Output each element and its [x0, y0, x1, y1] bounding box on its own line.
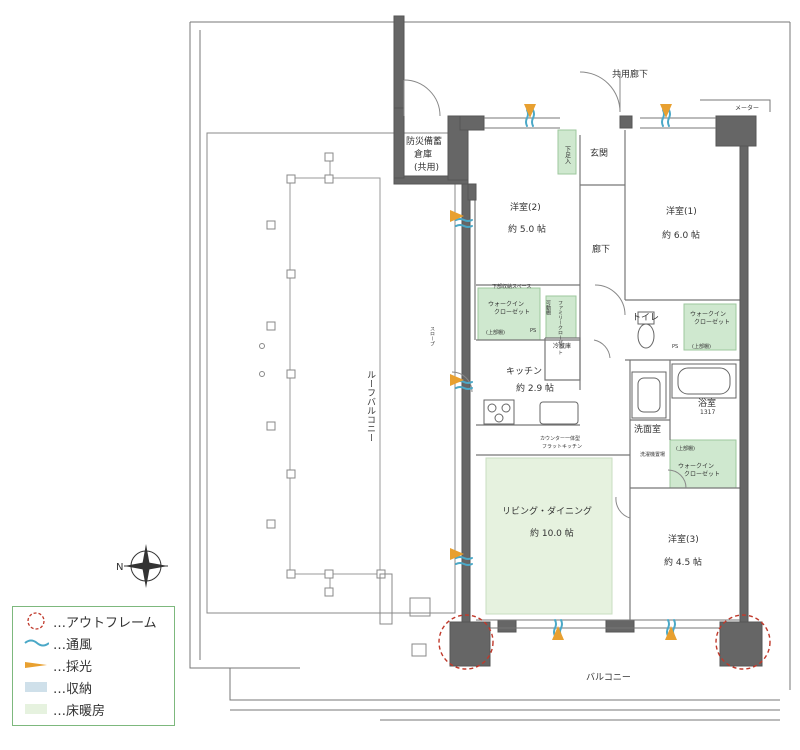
site-outline [189, 21, 791, 721]
room-western1-area: 約 6.0 帖 [662, 229, 700, 241]
disaster-storage-label-3: (共用) [414, 162, 439, 173]
legend-floor-heating-text: …床暖房 [53, 703, 106, 719]
room-bath-name: 浴室 [698, 397, 716, 409]
legend-storage: …収納 [21, 677, 92, 697]
movable-shelf-label: 可動棚 [545, 300, 551, 316]
wic-label-right: ウォークイン [690, 310, 726, 318]
legend-outframe-text: …アウトフレーム [53, 615, 157, 631]
kitchen-fixtures [483, 399, 579, 425]
room-western3-area: 約 4.5 帖 [664, 556, 702, 568]
toilet-fixture [637, 311, 655, 349]
upper-shelf-right: (上部棚) [692, 343, 711, 350]
room-hallway-name: 廊下 [592, 243, 610, 255]
corridor-wall-lines [476, 99, 771, 629]
outframe-marker-left [438, 614, 494, 670]
counter-kitchen-label-1: カウンター一体型 [540, 435, 580, 442]
wic2-label-left: クローゼット [494, 308, 530, 316]
slope-label: スロープ [429, 326, 435, 346]
storage-areas [477, 129, 737, 489]
outframe-columns [449, 621, 763, 667]
drain-icon [259, 371, 265, 377]
room-living-name: リビング・ダイニング [502, 505, 592, 517]
balcony-details [379, 573, 431, 657]
legend-ventilation: …通風 [21, 633, 92, 653]
compass-icon [124, 544, 168, 588]
storage-space-label: 下部収納スペース [492, 283, 531, 290]
legend: …アウトフレーム …通風 …採光 …収納 …床暖房 [12, 606, 175, 726]
wic-label-lower: ウォークイン [678, 462, 714, 470]
wash-basin [631, 371, 667, 419]
ps-label-left: PS [530, 328, 536, 334]
exterior-walls [393, 15, 757, 633]
room-western2-area: 約 5.0 帖 [508, 223, 546, 235]
washer-label: 洗濯機置場 [640, 451, 665, 458]
bathtub [671, 363, 737, 399]
ps-label-right: PS [672, 344, 678, 350]
upper-shelf-left: (上部棚) [486, 329, 505, 336]
upper-shelf-lower: (上部棚) [676, 445, 695, 452]
room-entrance-name: 玄関 [590, 147, 608, 159]
room-kitchen-area: 約 2.9 帖 [516, 382, 554, 394]
roof-balcony-area [206, 132, 456, 614]
legend-floor-heating: …床暖房 [21, 699, 105, 719]
roof-balcony-label: ルーフバルコニー [365, 370, 376, 442]
room-living-area: 約 10.0 帖 [530, 527, 574, 539]
storage-legend-icon [21, 677, 51, 697]
legend-outframe: …アウトフレーム [21, 611, 157, 631]
room-western1-name: 洋室(1) [666, 205, 697, 217]
floor-heating-area [485, 457, 613, 615]
compass-label: N [116, 562, 123, 573]
shoe-box-label: 下足入 [564, 146, 571, 164]
outframe-legend-icon [21, 611, 51, 631]
interior-walls [474, 130, 740, 620]
railing-posts [266, 152, 386, 597]
room-toilet-name: トイレ [632, 313, 659, 323]
counter-kitchen-label-2: フラットキッチン [542, 444, 582, 450]
daylight-legend-icon [21, 655, 51, 675]
disaster-storage-label-1: 防災備蓄 [406, 135, 442, 147]
room-bath-size: 1317 [700, 409, 715, 416]
floor-heating-legend-icon [21, 699, 51, 719]
drain-icon [259, 343, 265, 349]
legend-daylight: …採光 [21, 655, 92, 675]
outframe-marker-right [715, 614, 771, 670]
wic2-label-right: クローゼット [694, 318, 730, 326]
wic-label-left: ウォークイン [488, 300, 524, 308]
room-washroom-name: 洗面室 [634, 423, 661, 435]
legend-ventilation-text: …通風 [53, 637, 93, 653]
daylight-markers [450, 104, 677, 640]
legend-storage-text: …収納 [53, 681, 93, 697]
fridge-label: 冷蔵庫 [553, 342, 571, 350]
ventilation-legend-icon [21, 633, 51, 653]
room-western2-name: 洋室(2) [510, 201, 541, 213]
wic2-label-lower: クローゼット [684, 470, 720, 478]
common-corridor-label: 共用廊下 [612, 68, 648, 80]
legend-daylight-text: …採光 [53, 659, 93, 675]
room-western3-name: 洋室(3) [668, 533, 699, 545]
room-kitchen-name: キッチン [506, 366, 542, 377]
family-closet-label: ファミリークローゼット [557, 300, 563, 355]
balcony-label: バルコニー [586, 672, 631, 683]
disaster-storage-label-2: 倉庫 [414, 148, 432, 160]
meter-room-label: メーター [735, 104, 759, 112]
